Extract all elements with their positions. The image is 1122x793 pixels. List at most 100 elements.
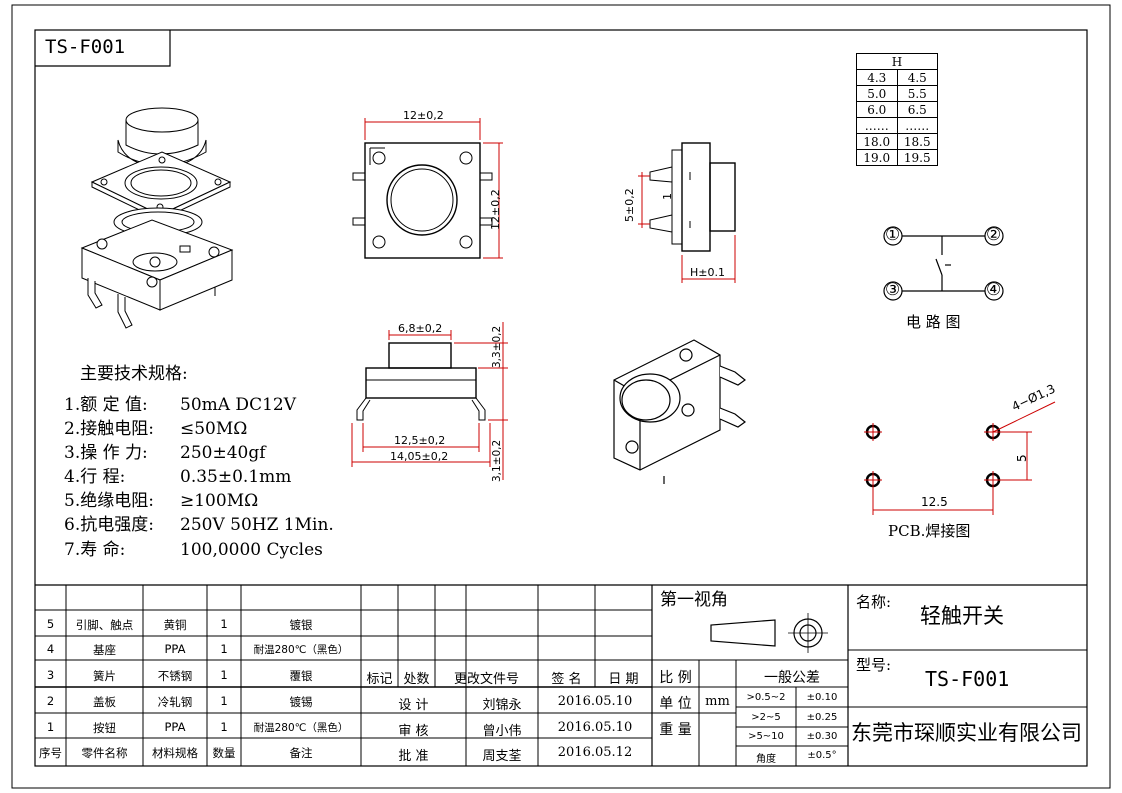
bom-note: 覆银 bbox=[289, 669, 313, 683]
h-cell: 19.5 bbox=[896, 149, 938, 166]
tol-range: >2~5 bbox=[751, 712, 781, 723]
outer-frame bbox=[11, 4, 1111, 789]
part-code: TS-F001 bbox=[45, 36, 126, 58]
bom-no: 1 bbox=[46, 720, 55, 734]
h-cell: 4.3 bbox=[856, 69, 898, 86]
inner-frame bbox=[34, 29, 1088, 767]
rev-header: 日 期 bbox=[608, 672, 639, 687]
circuit-pin-1: ① bbox=[885, 225, 901, 245]
h-cell: 4.5 bbox=[896, 69, 938, 86]
bom-qty: 1 bbox=[220, 720, 228, 734]
h-table-header: H bbox=[856, 53, 938, 70]
bom-qty: 1 bbox=[220, 642, 228, 656]
top-view bbox=[352, 118, 503, 259]
title-block-grid bbox=[35, 584, 1087, 766]
dim-top-height: 12±0,2 bbox=[489, 189, 502, 230]
rev-header: 签 名 bbox=[551, 672, 582, 687]
weight-label: 重 量 bbox=[659, 722, 692, 738]
bom-qty: 1 bbox=[220, 694, 228, 708]
tol-value: ±0.10 bbox=[806, 692, 838, 703]
spec-item: 1.额 定 值: 50mA DC12V bbox=[64, 390, 296, 415]
tolerance-title: 一般公差 bbox=[764, 670, 820, 686]
rev-header: 更改文件号 bbox=[453, 672, 519, 687]
rev-date: 2016.05.10 bbox=[557, 694, 633, 709]
tol-value: ±0.25 bbox=[806, 712, 838, 723]
pcb-layout bbox=[864, 401, 1056, 515]
bom-header: 材料规格 bbox=[152, 746, 198, 760]
dim-side-pin-pitch: 5±0,2 bbox=[623, 188, 636, 222]
spec-value: 250±40gf bbox=[180, 443, 266, 463]
bom-no: 5 bbox=[46, 617, 55, 631]
bom-header: 备注 bbox=[289, 746, 313, 760]
h-cell: 19.0 bbox=[856, 149, 898, 166]
dim-front-bot-h: 3,1±0,2 bbox=[491, 439, 503, 482]
name-label: 名称: bbox=[856, 593, 892, 611]
tol-range: >5~10 bbox=[748, 731, 784, 742]
rev-name: 周支荃 bbox=[482, 749, 522, 764]
spec-item: 3.操 作 力: 250±40gf bbox=[64, 438, 266, 463]
circuit-pin-2: ② bbox=[986, 225, 1002, 245]
bom-material: PPA bbox=[164, 720, 186, 734]
h-cell: …… bbox=[856, 117, 898, 134]
unit-label: 单 位 bbox=[659, 696, 692, 712]
pcb-dim-vertical: 5 bbox=[1015, 454, 1029, 462]
dim-front-overall: 14,05±0,2 bbox=[390, 450, 449, 463]
bom-no: 4 bbox=[46, 642, 55, 656]
h-cell: 6.5 bbox=[896, 101, 938, 118]
rev-header: 处数 bbox=[403, 672, 430, 687]
bom-part: 按钮 bbox=[93, 721, 116, 735]
dim-side-pin-width: 1 bbox=[661, 193, 674, 200]
spec-value: ≤50MΩ bbox=[180, 419, 248, 439]
bom-material: 不锈钢 bbox=[157, 669, 193, 683]
spec-label: 5.绝缘电阻: bbox=[64, 491, 154, 511]
bom-note: 镀银 bbox=[289, 618, 313, 632]
bom-header: 数量 bbox=[212, 746, 236, 760]
bom-no: 2 bbox=[46, 694, 55, 708]
bom-material: 冷轧钢 bbox=[157, 695, 193, 709]
tol-range: >0.5~2 bbox=[746, 692, 786, 703]
bom-note: 耐温280℃（黑色） bbox=[253, 722, 349, 734]
pcb-label: PCB.焊接图 bbox=[888, 522, 971, 540]
bom-qty: 1 bbox=[220, 668, 228, 682]
dim-front-top-h: 3,3±0,2 bbox=[491, 325, 503, 368]
spec-value: ≥100MΩ bbox=[180, 491, 259, 511]
h-cell: 6.0 bbox=[856, 101, 898, 118]
h-cell: 18.5 bbox=[896, 133, 938, 150]
bom-part: 盖板 bbox=[93, 695, 116, 709]
circuit-diagram bbox=[883, 226, 1004, 301]
bom-part: 簧片 bbox=[93, 669, 116, 683]
model-value: TS-F001 bbox=[925, 667, 1010, 691]
spec-label: 4.行 程: bbox=[64, 467, 126, 487]
spec-label: 1.额 定 值: bbox=[64, 395, 148, 415]
iso-view bbox=[613, 339, 746, 484]
rev-header: 标记 bbox=[366, 672, 393, 687]
dim-side-h: H±0.1 bbox=[690, 266, 725, 279]
projection-label: 第一视角 bbox=[660, 590, 728, 610]
h-cell: 5.0 bbox=[856, 85, 898, 102]
pcb-dim-horizontal: 12.5 bbox=[921, 495, 948, 509]
spec-value: 50mA DC12V bbox=[180, 395, 296, 415]
h-cell: 5.5 bbox=[896, 85, 938, 102]
spec-label: 7.寿 命: bbox=[64, 540, 126, 560]
dim-top-width: 12±0,2 bbox=[403, 109, 444, 122]
h-cell: 18.0 bbox=[856, 133, 898, 150]
spec-item: 4.行 程: 0.35±0.1mm bbox=[64, 462, 291, 487]
scale-label: 比 例 bbox=[659, 670, 692, 686]
spec-item: 5.绝缘电阻: ≥100MΩ bbox=[64, 486, 258, 511]
spec-item: 7.寿 命: 100,0000 Cycles bbox=[64, 535, 323, 560]
h-cell: …… bbox=[896, 117, 938, 134]
rev-date: 2016.05.10 bbox=[557, 720, 633, 735]
tol-value: ±0.30 bbox=[806, 731, 838, 742]
spec-label: 3.操 作 力: bbox=[64, 443, 148, 463]
rev-name: 曾小伟 bbox=[482, 724, 522, 739]
bom-qty: 1 bbox=[220, 617, 228, 631]
tol-value: ±0.5° bbox=[807, 750, 837, 761]
spec-value: 100,0000 Cycles bbox=[180, 540, 323, 560]
spec-value: 0.35±0.1mm bbox=[180, 467, 292, 487]
bom-note: 耐温280℃（黑色） bbox=[253, 644, 349, 656]
specs-title: 主要技术规格: bbox=[80, 364, 188, 384]
model-label: 型号: bbox=[856, 656, 892, 674]
rev-role: 审 核 bbox=[398, 724, 429, 739]
name-value: 轻触开关 bbox=[920, 604, 1004, 628]
bom-material: PPA bbox=[164, 642, 186, 656]
